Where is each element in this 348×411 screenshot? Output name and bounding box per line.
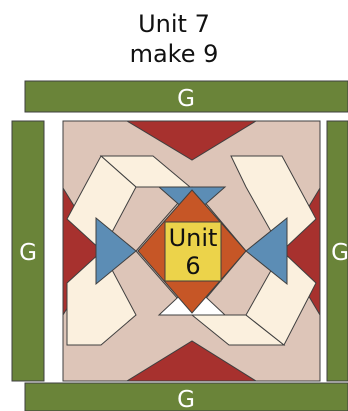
cream-band-top-right (230, 155, 317, 252)
bottom-red-triangle (125, 340, 258, 382)
bottom-strip-label: G (177, 387, 195, 411)
left-strip (11, 120, 45, 382)
diagram-title-line-1: Unit 7 (138, 10, 210, 38)
unit-6-center-square (164, 221, 222, 282)
blue-triangle-left (95, 216, 137, 286)
diagram-title-line-2: make 9 (129, 40, 219, 68)
blue-triangle-right (245, 216, 288, 286)
top-strip (24, 80, 348, 113)
top-red-triangle (125, 120, 258, 161)
top-strip-label: G (177, 86, 195, 112)
right-strip-label: G (331, 240, 348, 266)
cream-band-right (245, 250, 317, 346)
center-label-line-2: 6 (185, 252, 200, 280)
right-strip (326, 120, 348, 382)
left-strip-label: G (19, 240, 37, 266)
bottom-strip (24, 382, 348, 411)
center-label-line-1: Unit (169, 224, 218, 252)
